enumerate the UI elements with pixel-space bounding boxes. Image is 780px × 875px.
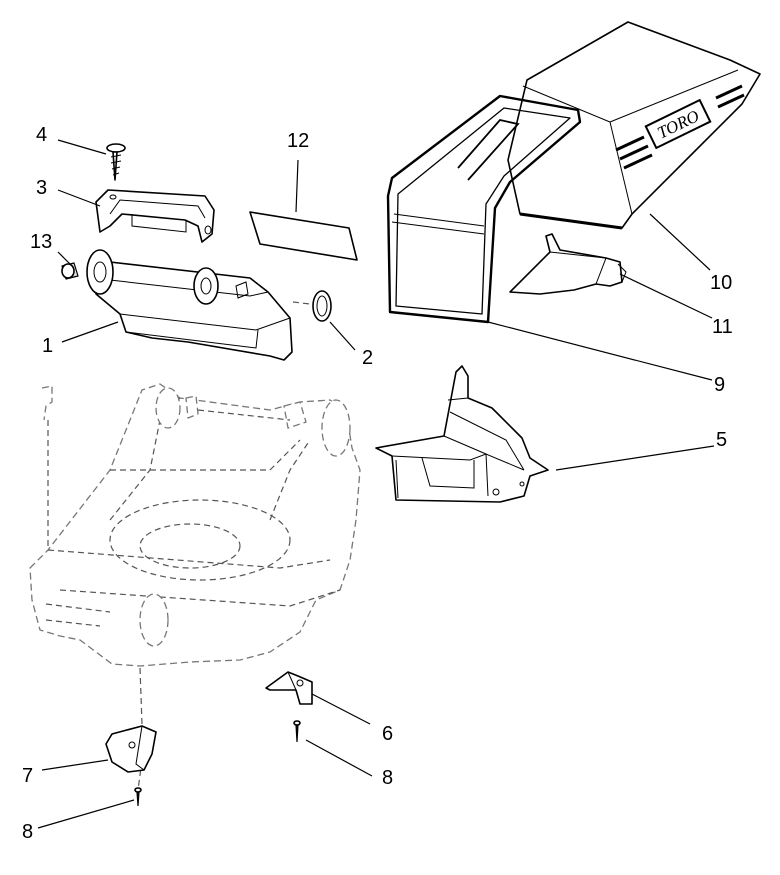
callout-5: 5: [716, 429, 727, 451]
callout-10: 10: [710, 272, 732, 294]
part-12-decal: [249, 211, 358, 261]
callout-6: 6: [382, 723, 393, 745]
callout-9: 9: [714, 374, 725, 396]
part-6-bracket: [265, 671, 313, 705]
part-1-catcher-bracket: [86, 249, 293, 361]
part-8-screw-lower: [134, 787, 142, 807]
callout-13: 13: [30, 231, 52, 253]
part-10-grass-bag: TORO: [507, 21, 761, 230]
callout-3: 3: [36, 177, 47, 199]
part-9-frame: [386, 94, 582, 324]
part-2-ring: [292, 290, 332, 322]
part-3-bracket: [95, 189, 215, 243]
part-7-bracket: [105, 725, 157, 773]
callout-8-upper: 8: [382, 767, 393, 789]
callout-1: 1: [42, 335, 53, 357]
deck-bolt: [41, 385, 53, 550]
callout-8-lower: 8: [22, 821, 33, 843]
part-5-chute: [375, 365, 549, 503]
callout-11: 11: [712, 316, 733, 338]
callout-12: 12: [287, 130, 309, 152]
part-4-screw: [106, 143, 126, 181]
part-11-deflector: [509, 233, 627, 295]
callout-2: 2: [362, 347, 373, 369]
leader-lines: [37, 139, 715, 829]
mower-deck-phantom: [29, 383, 361, 667]
callout-4: 4: [36, 124, 47, 146]
part-13-bushing: [61, 262, 79, 280]
callout-7: 7: [22, 765, 33, 787]
part-8-screw-upper: [293, 720, 301, 743]
callout-labels: 4 3 13 1 2 12 10 11 9 5 6 8 7 8: [22, 124, 733, 843]
